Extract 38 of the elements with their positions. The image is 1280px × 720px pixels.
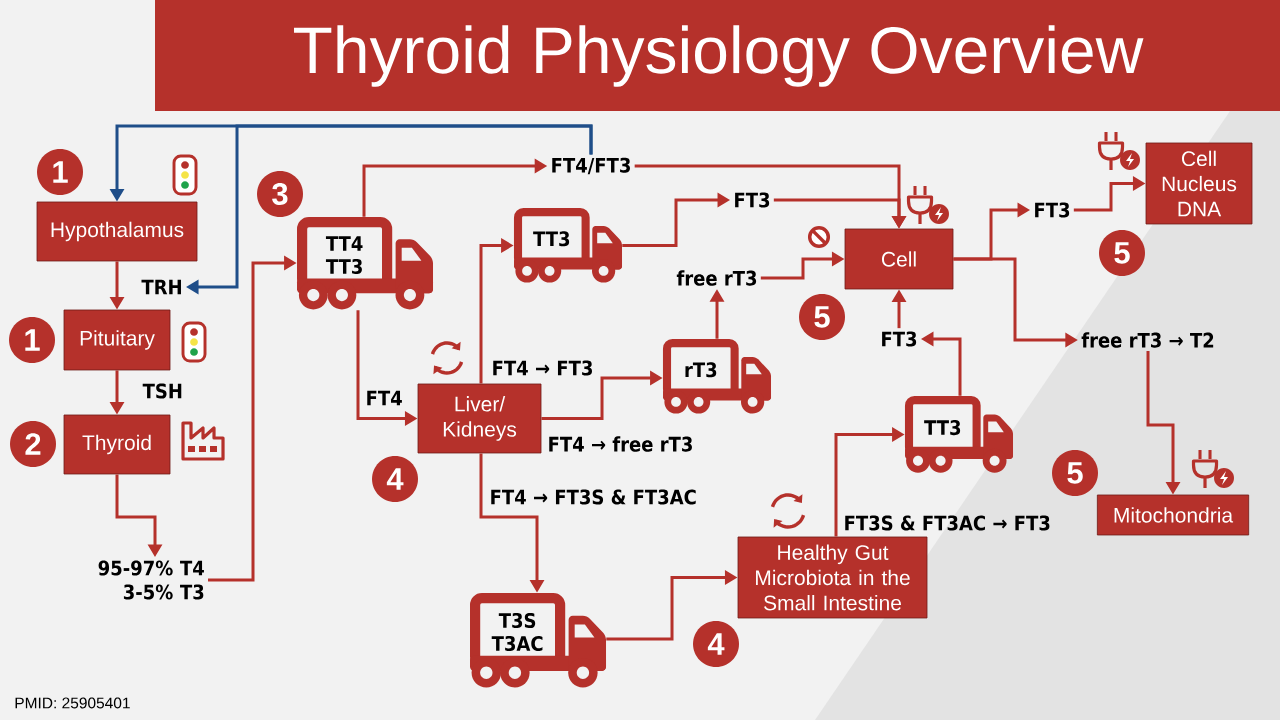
hormone-label: TRH (141, 279, 181, 295)
callout-number: 4 (372, 456, 418, 502)
hormone-label: 95-97% T4 3-5% T3 (98, 560, 204, 600)
delivery-truck: TT3 (513, 208, 622, 283)
callout-number: 5 (1099, 230, 1145, 276)
hormone-label: FT4/FT3 (552, 157, 630, 175)
process-box: Hypothalamus (36, 201, 198, 262)
callout-number: 1 (37, 149, 83, 195)
edge-label: TSH (142, 383, 182, 399)
hormone-label: FT3 (735, 192, 770, 208)
process-box: Healthy Gut Microbiota in the Small Intestine (737, 536, 928, 619)
delivery-truck: TT3 (904, 396, 1013, 473)
process-box: Thyroid (63, 414, 171, 475)
process-box: Cell Nucleus DNA (1145, 142, 1253, 225)
callout-number: 5 (1052, 450, 1098, 496)
callout-number: 3 (257, 171, 303, 217)
process-box: Pituitary (63, 309, 171, 371)
delivery-truck: TT4 TT3 (297, 217, 433, 310)
hormone-label: free rT3 → T2 (1081, 332, 1214, 348)
process-box: Mitochondria (1096, 494, 1250, 536)
hormone-label: FT3 (882, 331, 917, 347)
process-box: Liver/ Kidneys (417, 383, 542, 454)
title-banner: Thyroid Physiology Overview (155, 0, 1280, 111)
edge-label: FT4 → FT3 (493, 360, 592, 376)
edge-label: FT4 → free rT3 (549, 436, 692, 452)
delivery-truck: T3S T3AC (470, 593, 606, 688)
edge-label: FT4 (367, 390, 402, 406)
edge-label: FT4 → FT3S & FT3AC (491, 489, 696, 505)
hormone-label: FT3 (1035, 202, 1070, 218)
delivery-truck: rT3 (662, 339, 771, 414)
callout-number: 5 (799, 294, 845, 340)
reference-note: PMID: 25905401 (15, 697, 130, 709)
callout-number: 4 (693, 621, 739, 667)
callout-number: 2 (10, 421, 56, 467)
callout-number: 1 (9, 317, 55, 363)
hormone-label: free rT3 (676, 270, 757, 286)
edge-label: FT3S & FT3AC → FT3 (845, 515, 1050, 531)
process-box: Cell (844, 228, 954, 290)
